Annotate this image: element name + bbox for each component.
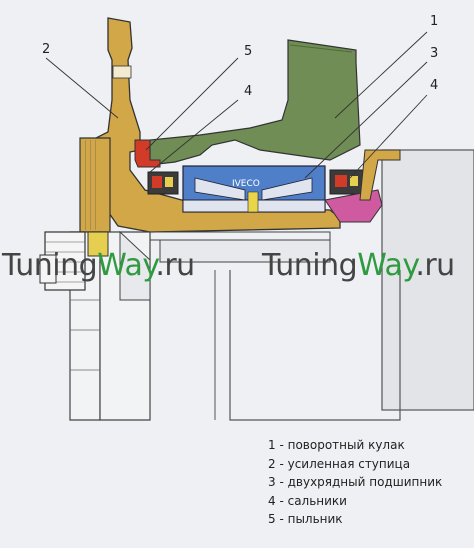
oil-seal-right bbox=[329, 169, 365, 195]
callout-5: 5 bbox=[244, 44, 253, 59]
wheel-stud bbox=[39, 231, 109, 291]
callout-2: 2 bbox=[42, 42, 51, 57]
steering-knuckle bbox=[149, 39, 361, 166]
oil-seal-left bbox=[147, 171, 179, 195]
callout-4-left: 4 bbox=[244, 84, 253, 99]
double-row-bearing bbox=[182, 165, 326, 213]
legend-item-4: 4 - сальники bbox=[268, 493, 347, 508]
callout-1: 1 bbox=[430, 14, 439, 29]
watermark-left: TuningWay.ru bbox=[2, 248, 195, 283]
callout-4-right: 4 bbox=[430, 78, 439, 93]
watermark-right: TuningWay.ru bbox=[262, 248, 455, 283]
rim-outline bbox=[149, 149, 474, 421]
legend-item-2: 2 - усиленная ступица bbox=[268, 456, 411, 471]
callout-3: 3 bbox=[430, 46, 439, 61]
legend-item-1: 1 - поворотный кулак bbox=[268, 438, 405, 452]
legend: 1 - поворотный кулак 2 - усиленная ступи… bbox=[268, 436, 442, 529]
bearing-brand-label: IVECO bbox=[232, 179, 260, 189]
legend-item-5: 5 - пыльник bbox=[268, 512, 343, 527]
legend-item-3: 3 - двухрядный подшипник bbox=[268, 475, 443, 490]
